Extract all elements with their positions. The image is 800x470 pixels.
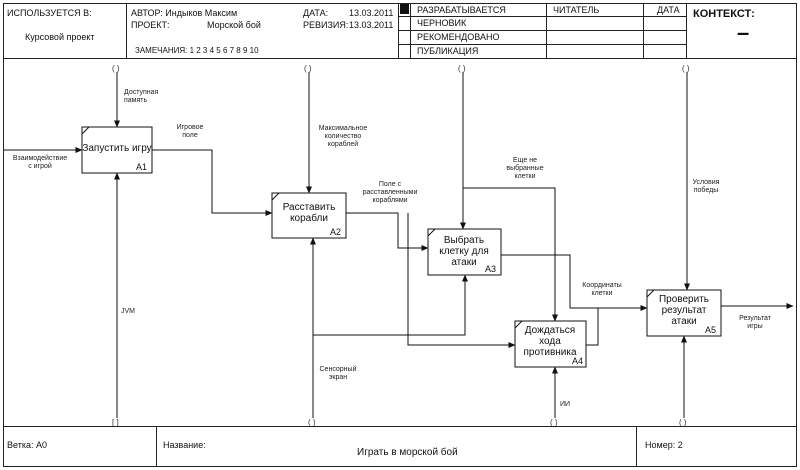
tunnel-top-4: ( ) — [682, 64, 690, 73]
tunnel-top-3: ( ) — [458, 64, 466, 73]
status-working: РАЗРАБАТЫВАЕТСЯ — [417, 5, 506, 15]
context-cell: КОНТЕКСТ: – — [687, 3, 797, 59]
notes-text: ЗАМЕЧАНИЯ: 1 2 3 4 5 6 7 8 9 10 — [135, 46, 259, 55]
revision-label: РЕВИЗИЯ: — [303, 20, 349, 30]
status-cell: РАЗРАБАТЫВАЕТСЯ ЧЕРНОВИК РЕКОМЕНДОВАНО П… — [399, 3, 547, 59]
box-a2-id: A2 — [330, 227, 341, 237]
label-ai: ИИ — [560, 401, 570, 408]
status-publication: ПУБЛИКАЦИЯ — [417, 46, 479, 56]
arrow-game-field — [152, 149, 273, 216]
reader-cell: ЧИТАТЕЛЬ ДАТА — [547, 3, 687, 59]
footer-name-label: Название: — [163, 440, 206, 450]
status-row-draft — [399, 16, 546, 31]
box-a1-id: A1 — [136, 162, 147, 172]
box-a4-id: A4 — [572, 356, 583, 366]
used-at-label: ИСПОЛЬЗУЕТСЯ В: — [7, 8, 92, 18]
status-recommended: РЕКОМЕНДОВАНО — [417, 32, 500, 42]
status-row-recommended — [399, 30, 546, 45]
box-a5-id: A5 — [705, 325, 716, 335]
tunnel-top-2: ( ) — [304, 64, 312, 73]
used-at-value: Курсовой проект — [25, 32, 95, 42]
context-label: КОНТЕКСТ: — [693, 8, 755, 20]
footer-name-cell: Название: Играть в морской бой — [157, 427, 637, 467]
author-project-cell: АВТОР: Индыков Максим ПРОЕКТ: Морской бо… — [127, 3, 399, 59]
tunnel-bottom-3: ( ) — [550, 418, 558, 427]
arrow-touch-screen-a3 — [313, 274, 468, 336]
arrow-cells-to-a4 — [463, 187, 558, 322]
box-a1-title: Запустить игру — [82, 143, 151, 154]
reader-date-label: ДАТА — [657, 5, 680, 15]
tunnel-bottom-2: ( ) — [308, 418, 316, 427]
revision-value: 13.03.2011 — [349, 20, 394, 30]
footer-number: Номер: 2 — [645, 440, 683, 450]
arrow-field-to-a4 — [407, 213, 516, 348]
used-at-cell: ИСПОЛЬЗУЕТСЯ В: Курсовой проект — [3, 3, 127, 59]
context-value: – — [737, 20, 750, 45]
tunnel-top-1: ( ) — [112, 64, 120, 73]
activity-box-a1[interactable]: Запустить игру A1 — [81, 126, 153, 174]
reader-row-3 — [547, 30, 686, 45]
tunnel-bottom-1: [ ] — [112, 418, 119, 427]
idef0-header: ИСПОЛЬЗУЕТСЯ В: Курсовой проект АВТОР: И… — [3, 3, 797, 59]
status-row-working — [399, 3, 546, 17]
label-jvm: JVM — [121, 308, 135, 315]
date-label: ДАТА: — [303, 8, 329, 18]
date-value: 13.03.2011 — [349, 8, 394, 18]
author-text: АВТОР: Индыков Максим — [131, 8, 238, 18]
tunnel-bottom-4: ( ) — [679, 418, 687, 427]
project-value: Морской бой — [207, 20, 261, 30]
reader-label: ЧИТАТЕЛЬ — [553, 5, 600, 15]
reader-row-2 — [547, 16, 686, 31]
arrow-field-with-ships — [346, 212, 429, 251]
footer-node-cell: Ветка: A0 — [3, 427, 157, 467]
footer-number-cell: Номер: 2 — [637, 427, 797, 467]
footer-name-value: Играть в морской бой — [357, 447, 458, 458]
arrow-cell-coords — [501, 254, 648, 311]
status-marker-column — [399, 3, 411, 59]
project-label: ПРОЕКТ: — [131, 20, 170, 30]
idef0-footer: Ветка: A0 Название: Играть в морской бой… — [3, 426, 797, 467]
reader-row-1 — [547, 3, 686, 17]
arrow-a4-to-a5 — [586, 308, 599, 346]
status-draft: ЧЕРНОВИК — [417, 18, 467, 28]
diagram-frame — [3, 3, 797, 467]
footer-node: Ветка: A0 — [7, 440, 47, 450]
status-marker — [400, 4, 409, 14]
reader-divider — [643, 3, 644, 59]
box-a3-id: A3 — [485, 264, 496, 274]
